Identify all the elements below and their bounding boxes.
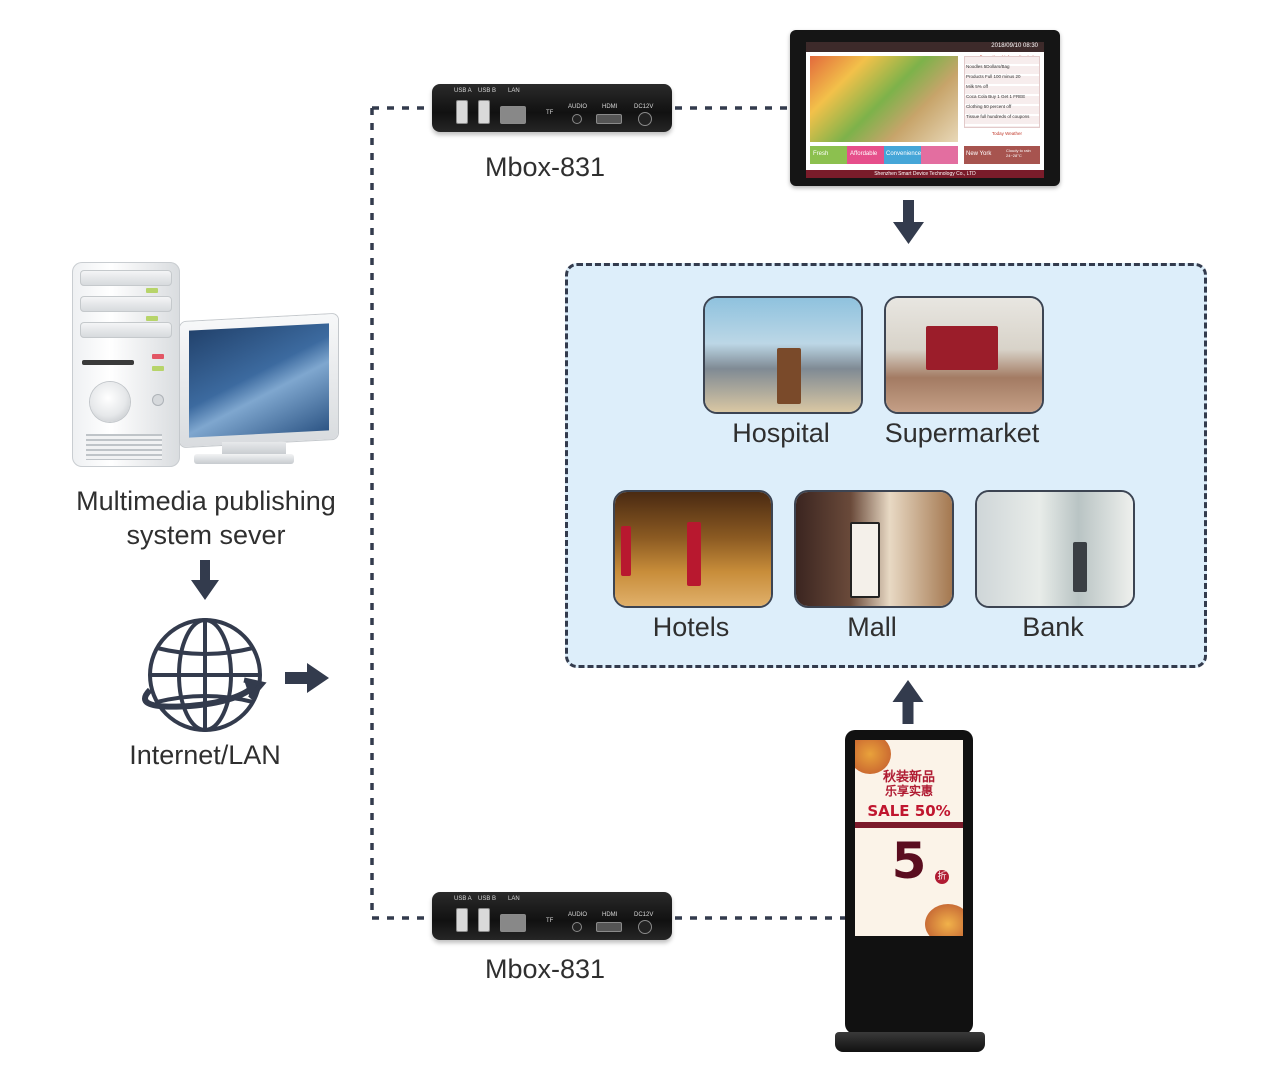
- tablet-tiles: Fresh Affordable Convenience: [810, 146, 958, 164]
- hdmi-port: [596, 114, 622, 124]
- arrow-network-right: [285, 663, 329, 693]
- kiosk-zhe: 折: [935, 870, 949, 884]
- tablet-weather: New York Cloudy to rain 24~28°C: [964, 146, 1040, 164]
- tablet-footer: Shenzhen Smart Device Technology Co., LT…: [874, 171, 976, 177]
- port-label: LAN: [508, 896, 520, 902]
- port-label: TF: [546, 110, 554, 116]
- hotels-label: Hotels: [652, 612, 730, 642]
- server-monitor-icon: [180, 313, 338, 448]
- usb-a-port: [456, 908, 468, 932]
- kiosk-line2: 乐享实惠: [884, 784, 933, 798]
- port-label: USB B: [478, 896, 497, 902]
- tablet-weather-title: Today Weather: [991, 131, 1022, 136]
- usb-a-port: [456, 100, 468, 124]
- hospital-photo: [703, 296, 863, 414]
- port-label: HDMI: [602, 912, 618, 918]
- usb-b-port: [478, 908, 490, 932]
- mbox-bottom-label: Mbox-831: [484, 954, 606, 984]
- hdmi-port: [596, 922, 622, 932]
- port-label: DC12V: [634, 104, 654, 110]
- globe-icon: [142, 618, 267, 732]
- port-label: LAN: [508, 88, 520, 94]
- mbox-bottom-device: USB A USB B LAN TF AUDIO HDMI DC12V: [432, 892, 672, 940]
- hotels-photo: [613, 490, 773, 608]
- kiosk-big-number: 5: [891, 832, 927, 890]
- server-tower-icon: [72, 262, 180, 467]
- usb-b-port: [478, 100, 490, 124]
- kiosk-sale: SALE 50%: [867, 802, 951, 820]
- port-label: USB A: [454, 896, 472, 902]
- kiosk-stand-display: 秋装新品 乐享实惠 SALE 50% 5 折: [845, 730, 973, 1034]
- port-label: HDMI: [602, 104, 618, 110]
- tablet-datetime: 2018/09/10 08:30: [991, 43, 1038, 49]
- kiosk-screen: 秋装新品 乐享实惠 SALE 50% 5 折: [855, 740, 963, 936]
- monitor-stand-base: [194, 454, 294, 464]
- tablet-promo-table: Noodles 5Dollars/Bag Products Full 100 m…: [964, 56, 1040, 128]
- arrow-kiosk-up: [892, 680, 924, 724]
- mall-label: Mall: [847, 612, 897, 642]
- dc-port: [638, 920, 652, 934]
- lan-port: [500, 106, 526, 124]
- port-label: USB A: [454, 88, 472, 94]
- tablet-screen: 2018/09/10 08:30 Promotional information…: [806, 42, 1044, 178]
- tablet-product-image: [810, 56, 958, 142]
- port-label: AUDIO: [568, 104, 588, 110]
- kiosk-base: [835, 1032, 985, 1052]
- bank-label: Bank: [1022, 612, 1084, 642]
- supermarket-photo: [884, 296, 1044, 414]
- dc-port: [638, 112, 652, 126]
- supermarket-label: Supermarket: [884, 418, 1040, 448]
- mbox-top-label: Mbox-831: [484, 152, 606, 182]
- mbox-top-device: USB A USB B LAN TF AUDIO HDMI DC12V: [432, 84, 672, 132]
- monitor-stand: [222, 442, 286, 454]
- kiosk-line1: 秋装新品: [882, 770, 935, 785]
- arrow-server-down: [191, 560, 219, 600]
- tablet-display: 2018/09/10 08:30 Promotional information…: [790, 30, 1060, 186]
- bank-photo: [975, 490, 1135, 608]
- port-label: TF: [546, 918, 554, 924]
- hospital-label: Hospital: [732, 418, 830, 448]
- server-label-line2: system sever: [126, 520, 286, 550]
- server-label-line1: Multimedia publishing: [76, 486, 336, 516]
- mall-photo: [794, 490, 954, 608]
- port-label: USB B: [478, 88, 497, 94]
- arrow-tablet-down: [893, 200, 924, 244]
- audio-port: [572, 922, 582, 932]
- network-label: Internet/LAN: [129, 740, 281, 770]
- lan-port: [500, 914, 526, 932]
- port-label: AUDIO: [568, 912, 588, 918]
- port-label: DC12V: [634, 912, 654, 918]
- audio-port: [572, 114, 582, 124]
